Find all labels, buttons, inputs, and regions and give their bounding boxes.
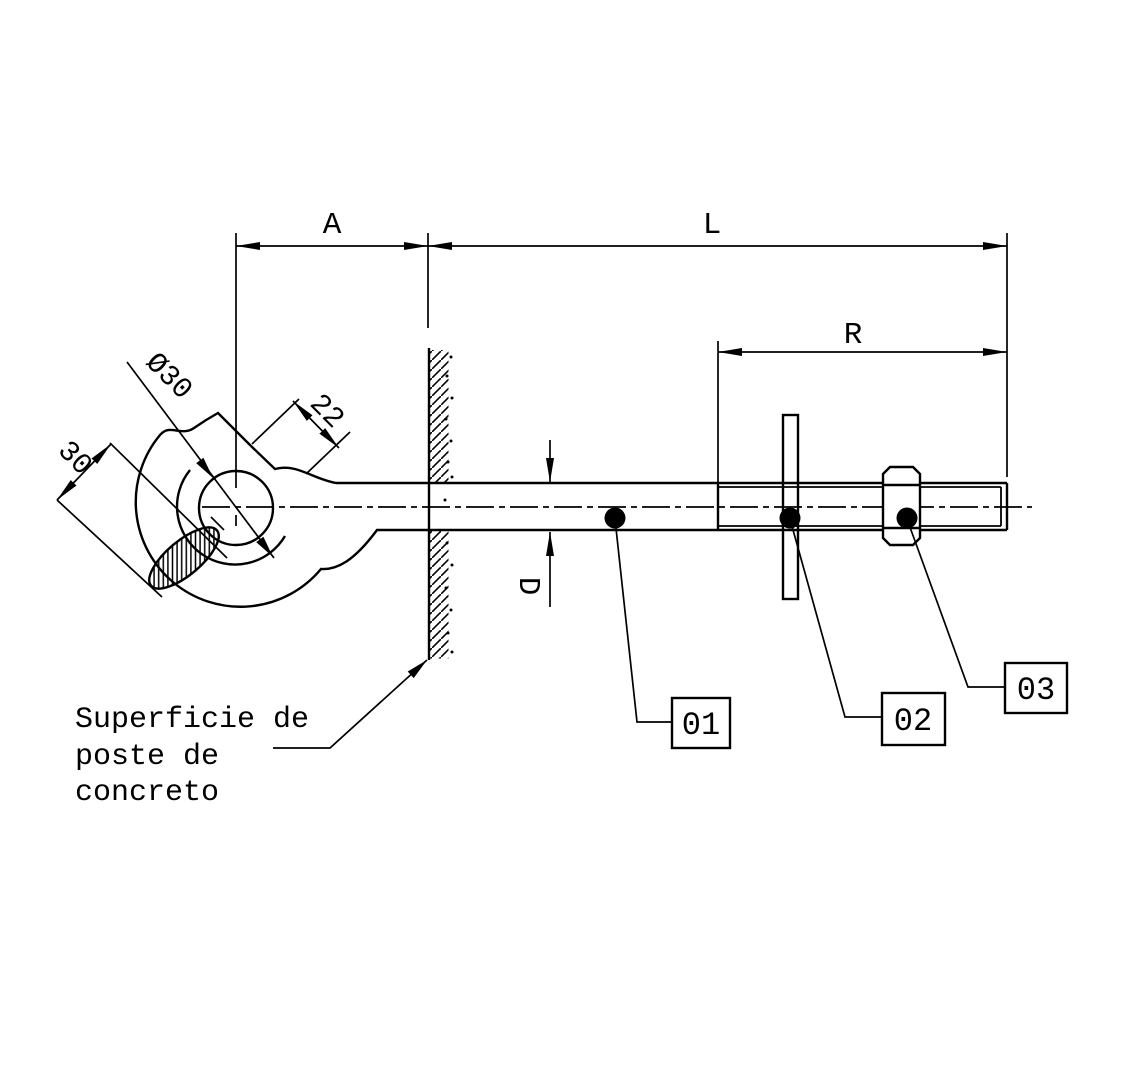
threaded-section [716,483,1009,530]
callout-03: 03 [896,507,1069,715]
surface-note-line2: poste de [75,740,219,774]
dim-l: L [428,208,1008,477]
surface-note-leader [273,659,428,749]
surface-note-line1: Superficie de [75,703,309,737]
callout-02: 02 [779,507,947,747]
surface-note-line3: concreto [75,776,219,810]
hook-outer-loop-outline [134,411,1007,608]
callout-02-dot [779,507,801,529]
dim-section-ext-2 [56,499,163,598]
dim-a: A [235,208,429,488]
dim-section-ext-1 [109,442,228,559]
hex-nut [881,465,922,547]
dim-d-label: D [510,577,545,596]
callout-03-leader [906,518,1005,688]
callout-01: 01 [604,507,732,750]
dim-a-label: A [323,208,342,243]
callout-01-leader [614,518,672,723]
shaft-top-outline [250,445,1007,485]
surface-note: Superficie de poste de concreto [75,659,428,810]
callout-01-label: 01 [682,707,720,744]
callout-02-label: 02 [894,703,932,740]
dim-r: R [717,318,1007,483]
callout-03-dot [896,507,918,529]
concrete-stipple-dots [443,355,454,654]
callout-02-box [880,691,947,747]
callout-01-box [670,696,732,750]
callout-03-label: 03 [1017,672,1055,709]
dim-d: D [510,440,554,607]
concrete-pole-surface [427,348,454,660]
dim-r-label: R [844,318,863,353]
surface-note-arrowhead [407,660,427,679]
dim-neck-ext-2 [305,431,351,475]
washer [781,413,800,601]
callout-03-box [1003,661,1069,715]
wall-hatch-upper [429,350,449,483]
callout-02-leader [789,518,882,718]
dim-neck-ext-1 [251,398,300,445]
wall-hatch-lower [429,530,449,659]
dim-l-label: L [703,208,722,243]
eye-center-marks [210,515,237,531]
callout-01-dot [604,507,626,529]
